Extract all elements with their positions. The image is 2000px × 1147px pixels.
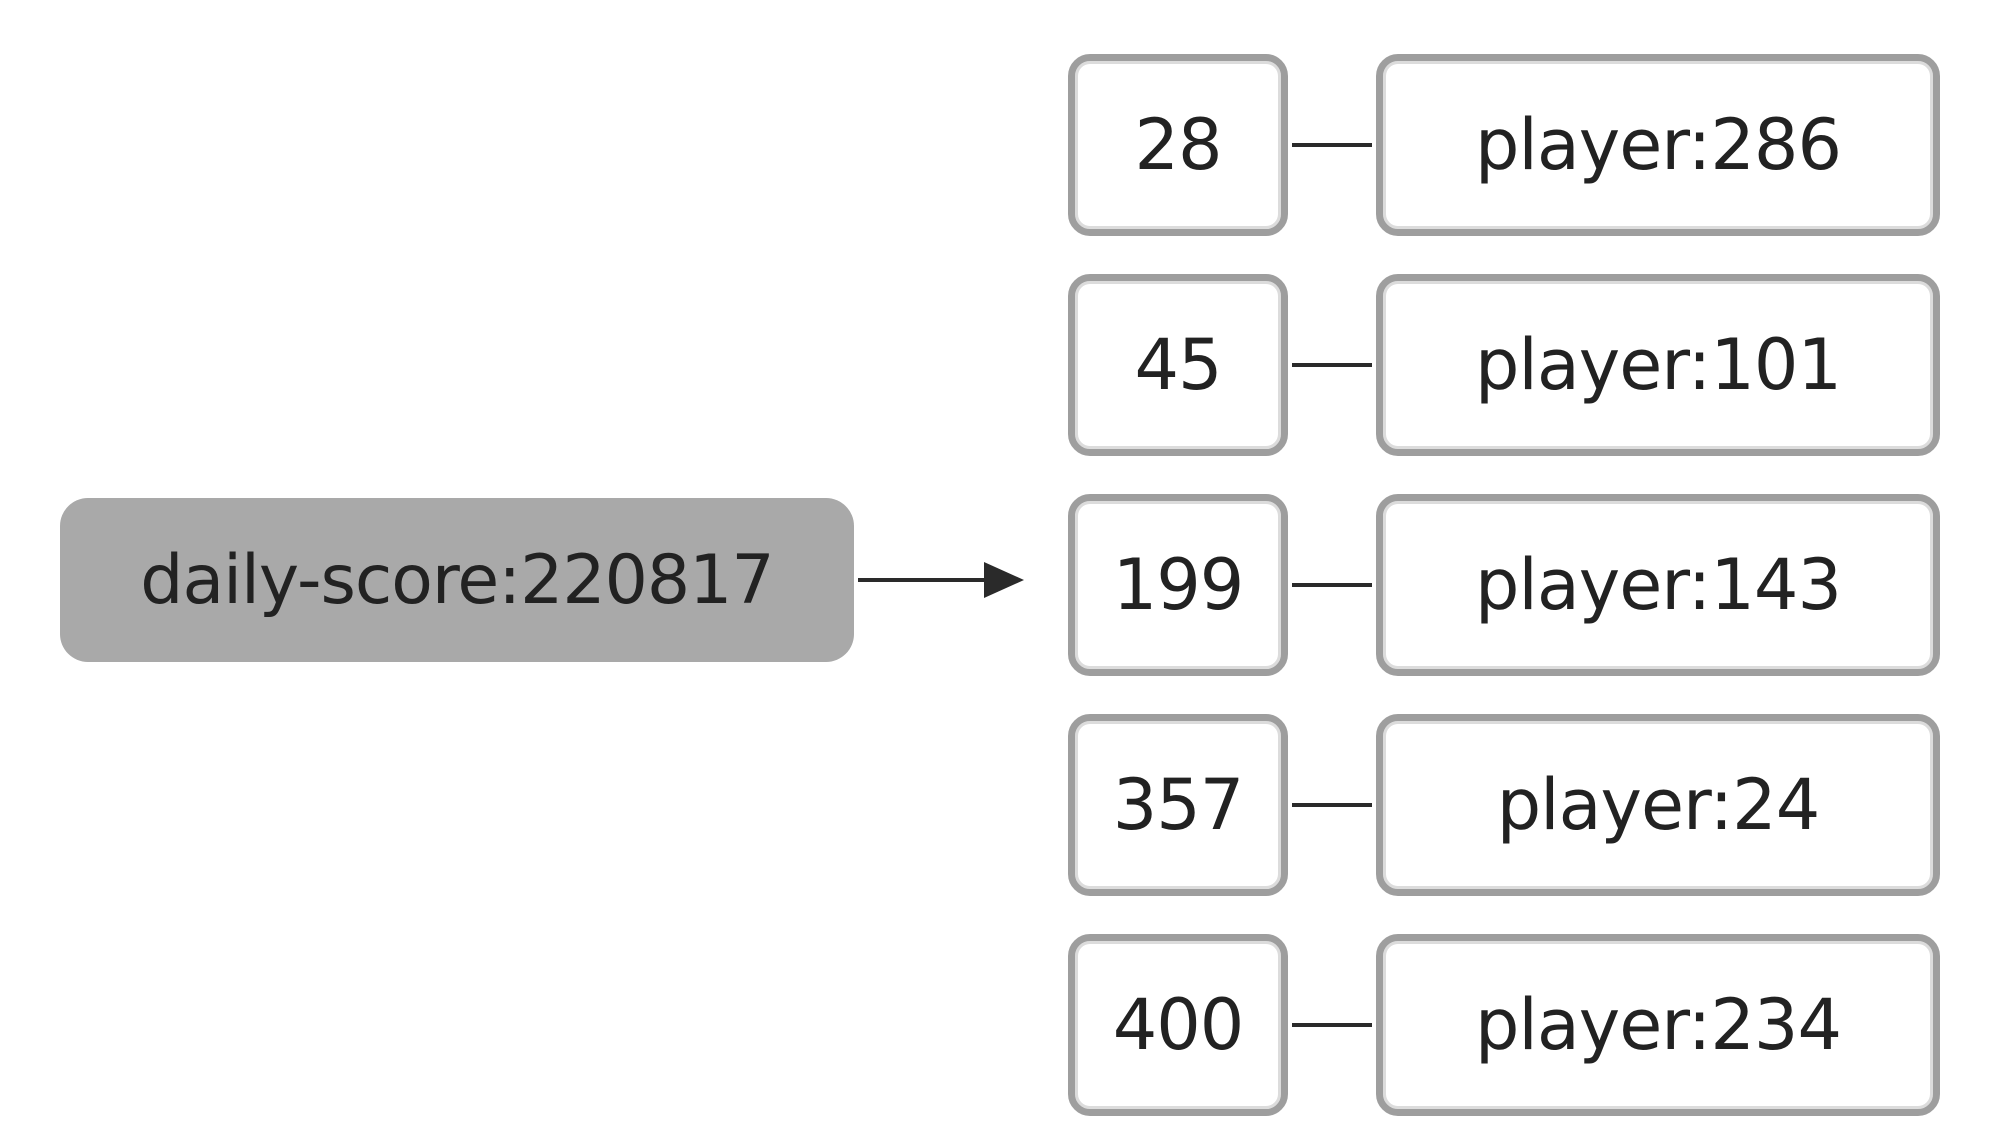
member-value: player:234 [1474,984,1842,1066]
sorted-set-key-label: daily-score:220817 [140,540,774,620]
score-value: 199 [1112,544,1245,626]
arrow-right-icon [984,562,1024,598]
member-box: player:101 [1376,274,1940,456]
member-box: player:234 [1376,934,1940,1116]
score-value: 400 [1112,984,1245,1066]
score-member-connector [1292,1023,1372,1027]
score-box: 400 [1068,934,1288,1116]
score-value: 357 [1112,764,1245,846]
member-value: player:143 [1474,544,1842,626]
sorted-set-key: daily-score:220817 [60,498,854,662]
member-box: player:24 [1376,714,1940,896]
score-value: 45 [1134,324,1222,406]
score-box: 357 [1068,714,1288,896]
score-box: 199 [1068,494,1288,676]
score-box: 28 [1068,54,1288,236]
score-value: 28 [1134,104,1222,186]
score-member-connector [1292,363,1372,367]
member-box: player:286 [1376,54,1940,236]
member-value: player:286 [1474,104,1842,186]
member-value: player:101 [1474,324,1842,406]
score-member-connector [1292,583,1372,587]
score-box: 45 [1068,274,1288,456]
score-member-connector [1292,803,1372,807]
score-member-connector [1292,143,1372,147]
member-box: player:143 [1376,494,1940,676]
member-value: player:24 [1496,764,1820,846]
key-arrow-line [858,578,988,582]
